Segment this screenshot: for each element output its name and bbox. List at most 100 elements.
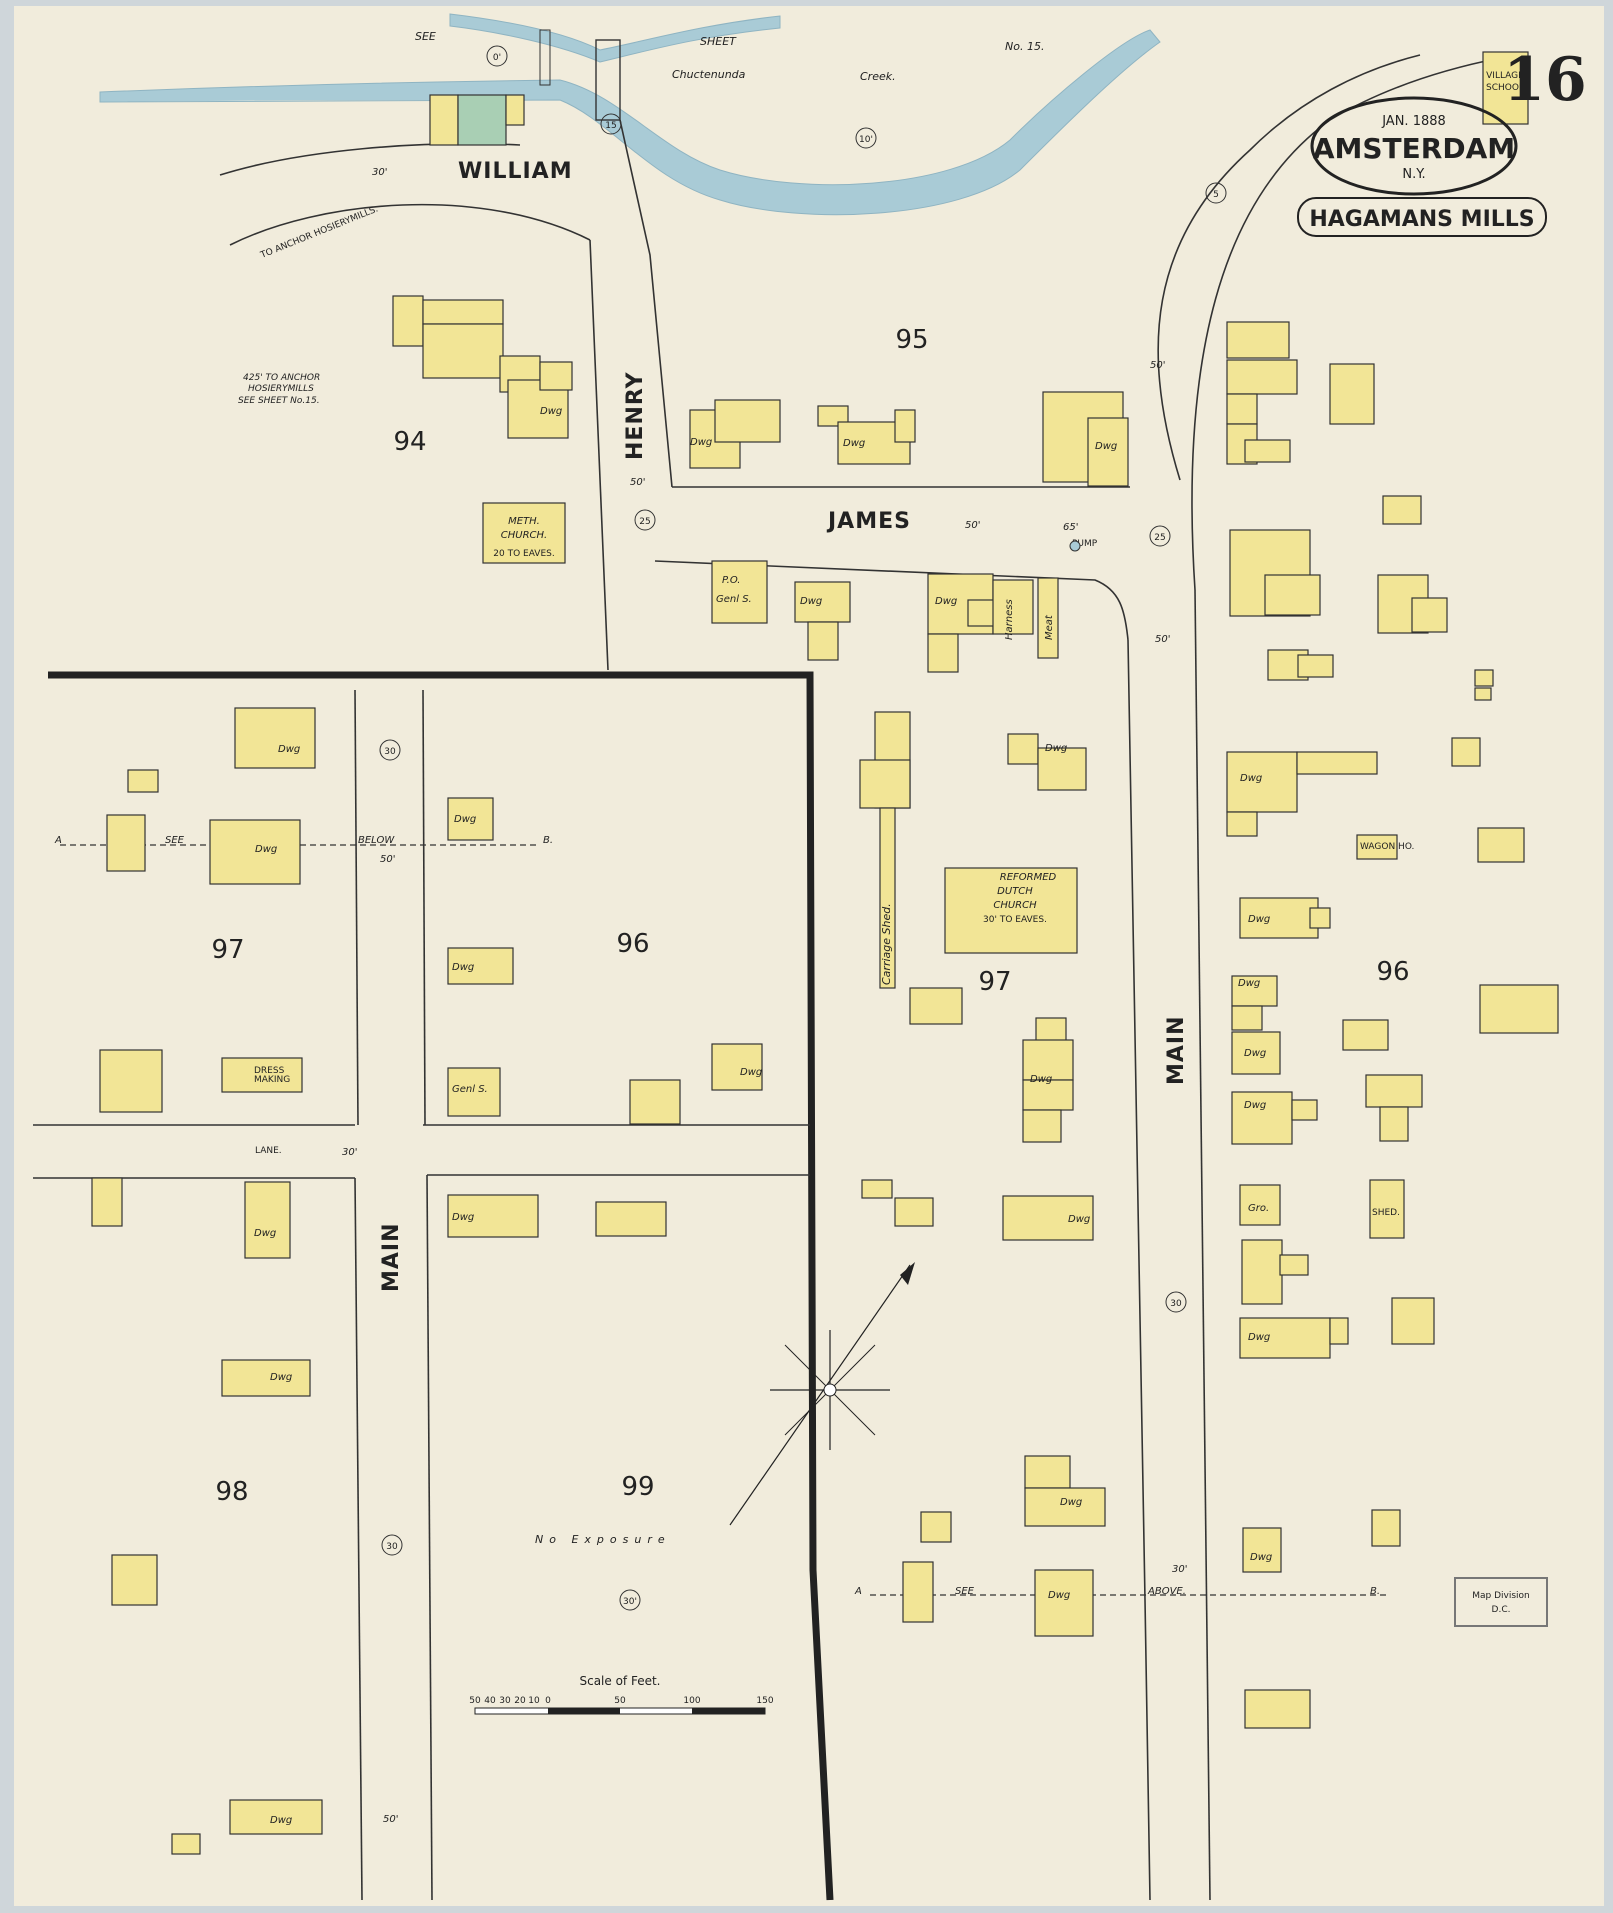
dwelling-label: Dwg <box>270 1372 292 1383</box>
dwelling-label: Dwg <box>452 1212 474 1223</box>
reformed-church-label: REFORMED <box>1000 872 1057 883</box>
inset-main-west-lower <box>354 1177 363 1901</box>
street-width: 50' <box>1150 360 1165 371</box>
scale-tick: 30 <box>499 1696 511 1706</box>
street-width: 50' <box>1155 634 1170 645</box>
title-cartouche <box>1310 96 1518 196</box>
scale-tick: 40 <box>484 1696 496 1706</box>
buildings-top <box>392 51 1559 1729</box>
district-cartouche <box>1297 197 1547 237</box>
harness-shop-label: Harness <box>1004 599 1015 640</box>
inset-main-west <box>354 689 359 1126</box>
block-number: 94 <box>393 427 426 457</box>
hydrant-label: 30' <box>623 1597 637 1607</box>
block-number: 99 <box>621 1472 654 1502</box>
hydrant-label: 30 <box>1170 1299 1182 1309</box>
street-width: 30' <box>372 167 387 178</box>
meth-church-label: METH. <box>508 516 540 527</box>
street-width-labels: 30' 50' 50' 50' 50' 50' 30' 30' 50' 65' <box>342 167 1187 1825</box>
dwelling-label: Dwg <box>540 406 562 417</box>
dwelling-label: Dwg <box>1030 1074 1052 1085</box>
village-school-label-2: SCHOOL <box>1486 83 1524 93</box>
hydrant-label: 25 <box>639 517 650 527</box>
scale-tick: 100 <box>683 1696 700 1706</box>
hydrants: 0' 10' 15 5 25 25 30 30 30 30' <box>379 45 1227 1611</box>
block-number: 96 <box>616 929 649 959</box>
william-street-label: WILLIAM <box>458 159 573 184</box>
library-stamp-label: D.C. <box>1492 1605 1511 1615</box>
reformed-church-label: DUTCH <box>997 886 1033 897</box>
dwelling-label: Dwg <box>454 814 476 825</box>
post-office-store-label: Genl S. <box>716 594 752 605</box>
james-street-south <box>654 560 1129 641</box>
dwelling-label: Dwg <box>1068 1214 1090 1225</box>
creek <box>99 29 1161 216</box>
scale-tick: 0 <box>545 1696 551 1706</box>
map-inset-divider <box>48 671 834 1901</box>
wagon-house-label: WAGON HO. <box>1360 842 1414 852</box>
dwelling-label: Dwg <box>1095 441 1117 452</box>
map-city: AMSTERDAM <box>1313 132 1515 165</box>
dwelling-label: Dwg <box>1045 743 1067 754</box>
no-exposure-label: No Exposure <box>535 1533 671 1546</box>
see-sheet-label-2: SHEET <box>700 35 737 48</box>
meat-shop-label: Meat <box>1044 614 1055 640</box>
dwelling-label: Dwg <box>800 596 822 607</box>
henry-street-east <box>619 119 673 488</box>
dam <box>539 29 551 86</box>
james-street-label: JAMES <box>826 509 911 534</box>
dressmaking-label: DRESS <box>254 1066 285 1076</box>
dwelling-label: Dwg <box>1238 978 1260 989</box>
dwelling-label: Dwg <box>935 596 957 607</box>
compass-rose <box>729 1262 915 1526</box>
see-above-a: A <box>854 1586 862 1597</box>
creek-name: Chuctenunda <box>672 68 746 81</box>
buildings-inset <box>91 707 763 1855</box>
street-width: 30' <box>1172 1564 1187 1575</box>
bridge <box>595 39 621 121</box>
meth-church-label: CHURCH. <box>501 530 547 541</box>
street-width: 30' <box>342 1147 357 1158</box>
creek-upper <box>449 13 781 63</box>
henry-street-west <box>589 239 609 671</box>
reformed-church-label: CHURCH <box>993 900 1037 911</box>
hydrant-label: 30 <box>386 1542 398 1552</box>
street-width: 50' <box>383 1814 398 1825</box>
see-below-a: A <box>54 835 62 846</box>
block-number: 97 <box>211 935 244 965</box>
main-street-inset-label: MAIN <box>379 1222 404 1292</box>
buildings-block-97-right <box>859 711 1106 1637</box>
dwelling-label: Dwg <box>1244 1048 1266 1059</box>
dwelling-label: Dwg <box>1248 914 1270 925</box>
see-sheet-label: SEE <box>415 30 436 43</box>
anchor-note-label: SEE SHEET No.15. <box>238 396 320 406</box>
see-below-b: B. <box>543 835 553 846</box>
library-stamp-label: Map Division <box>1472 1591 1530 1601</box>
meth-church-eaves: 20 TO EAVES. <box>493 549 554 559</box>
block-number: 98 <box>215 1477 248 1507</box>
henry-street-label: HENRY <box>623 371 648 460</box>
see-above-word: ABOVE. <box>1147 1586 1186 1597</box>
dwelling-label: Dwg <box>1240 773 1262 784</box>
map-date: JAN. 1888 <box>1381 114 1446 129</box>
dwelling-label: Dwg <box>452 962 474 973</box>
dwelling-label: Dwg <box>1048 1590 1070 1601</box>
dwelling-label: Dwg <box>1060 1497 1082 1508</box>
see-above-b: B. <box>1370 1586 1380 1597</box>
hydrant-label: 30 <box>384 747 396 757</box>
scale-tick: 20 <box>514 1696 526 1706</box>
see-above-see: SEE <box>955 1586 975 1597</box>
inset-main-east-lower <box>426 1174 433 1901</box>
hydrant-label: 0' <box>493 53 501 63</box>
sheet-number: 16 <box>1503 45 1587 115</box>
scale-tick: 10 <box>528 1696 540 1706</box>
scale-tick: 50 <box>614 1696 626 1706</box>
lane-label: LANE. <box>255 1146 282 1156</box>
inset-main-east <box>422 689 426 1126</box>
street-width: 50' <box>630 477 645 488</box>
street-width: 50' <box>965 520 980 531</box>
dwelling-label: Dwg <box>254 1228 276 1239</box>
dwelling-label: Dwg <box>255 844 277 855</box>
dwelling-label: Dwg <box>270 1815 292 1826</box>
